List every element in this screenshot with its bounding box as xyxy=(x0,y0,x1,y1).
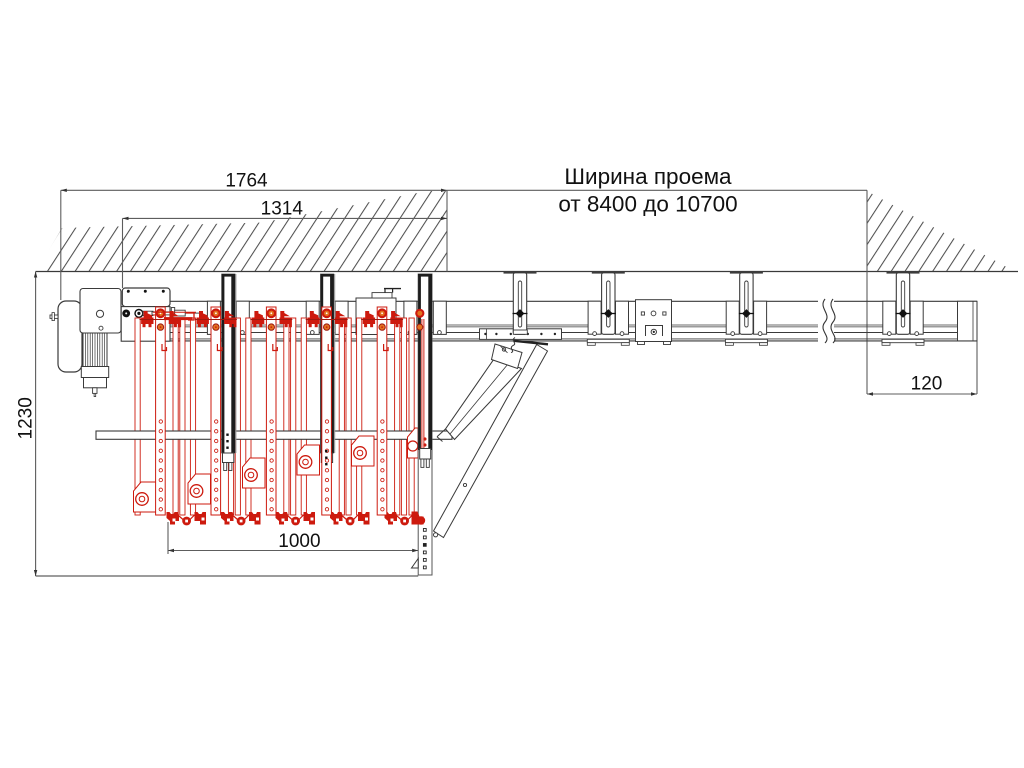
svg-text:1314: 1314 xyxy=(261,198,304,219)
svg-text:от 8400 до 10700: от 8400 до 10700 xyxy=(558,192,737,217)
svg-text:Ширина проема: Ширина проема xyxy=(564,164,732,189)
svg-text:1000: 1000 xyxy=(278,531,320,552)
svg-text:1230: 1230 xyxy=(16,397,37,439)
svg-text:1764: 1764 xyxy=(225,170,268,191)
svg-text:120: 120 xyxy=(911,374,943,395)
